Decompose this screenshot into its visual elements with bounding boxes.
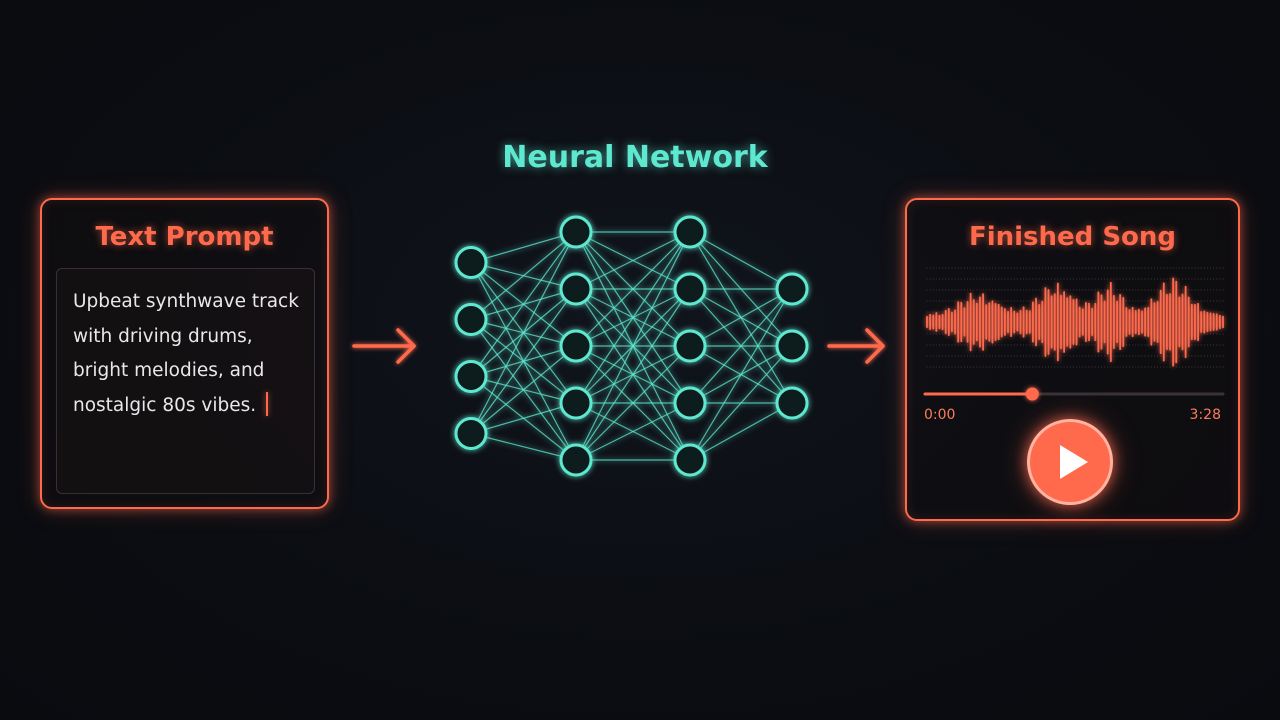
network-connection [689,288,793,347]
network-connection [689,231,793,290]
network-node [559,272,593,306]
network-node [673,443,707,477]
network-node [454,360,488,393]
network-node [454,303,488,336]
network-connection [470,402,577,435]
network-node [673,386,707,420]
network-connection [575,345,691,461]
text-cursor [266,391,269,416]
time-total: 3:28 [1189,407,1221,423]
network-title: Neural Network [502,140,768,175]
network-connections [470,231,793,461]
prompt-line: with driving drums, [73,325,253,347]
text-prompt-title: Text Prompt [95,222,274,252]
network-node [559,215,593,249]
text-prompt-panel: Text Prompt Upbeat synthwave track with … [40,198,329,509]
network-connection [575,288,691,461]
network-node [775,386,809,420]
network-node [673,272,707,306]
network-connection [470,288,577,434]
network-connection [689,345,793,461]
network-nodes [454,215,809,477]
prompt-line: Upbeat synthwave track [73,291,299,312]
prompt-text: Upbeat synthwave track with driving drum… [73,285,305,423]
network-connection [470,231,577,320]
network-connection [575,231,691,461]
network-node [454,246,488,279]
prompt-line: bright melodies, and [73,360,265,381]
finished-song-title: Finished Song [968,222,1177,252]
finished-song-panel: Finished Song 0:00 3:28 [905,198,1240,521]
play-icon [1060,445,1088,479]
waveform-and-progress [923,267,1225,401]
progress-handle[interactable] [1025,387,1039,401]
network-connection [470,345,577,434]
network-connection [470,231,577,264]
network-node [454,417,488,450]
network-connection [575,402,691,461]
network-connection [689,402,793,461]
time-elapsed: 0:00 [924,407,956,423]
prompt-line: nostalgic 80s vibes. [73,394,257,416]
network-connection [470,231,577,377]
arrow-right-icon [352,328,416,364]
network-connection [575,231,691,404]
waveform-icon [926,277,1224,367]
prompt-input[interactable]: Upbeat synthwave track with driving drum… [56,268,315,494]
network-connection [470,432,577,461]
network-node [559,386,593,420]
network-connection [689,288,793,404]
network-node [673,215,707,249]
network-node [775,329,809,363]
network-connection [470,231,577,434]
network-connection [575,231,691,347]
arrow-right-icon [827,328,885,364]
network-node [559,443,593,477]
network-node [673,329,707,363]
network-connection [575,231,691,290]
play-button[interactable] [1027,419,1113,505]
network-node [559,329,593,363]
network-connection [689,288,793,461]
network-node [775,272,809,306]
